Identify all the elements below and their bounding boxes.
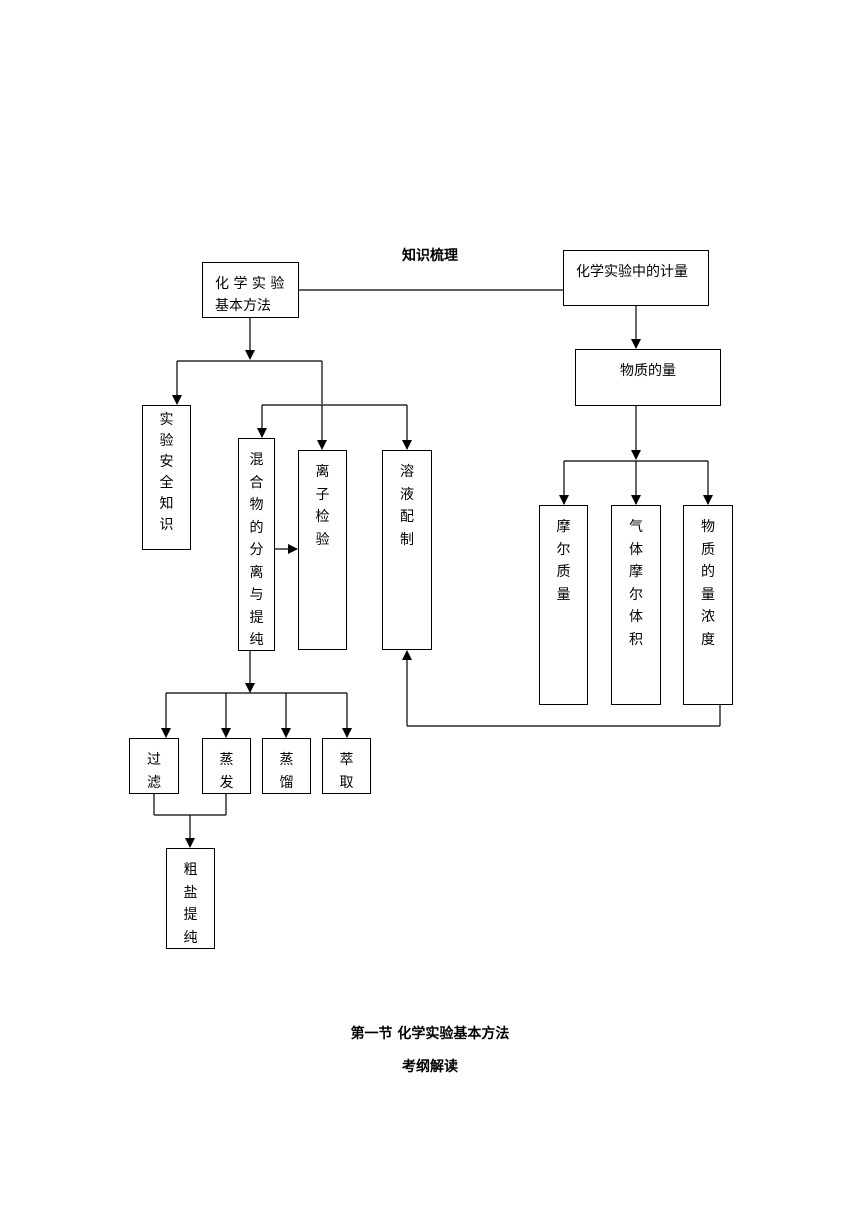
node-molar-mass: 摩尔质量 <box>539 505 588 705</box>
node-ion-test-label: 离子检验 <box>315 464 330 548</box>
node-basic-methods: 化 学 实 验 基本方法 <box>202 262 299 318</box>
node-extraction-label: 萃取 <box>339 752 354 791</box>
node-amount-of-substance: 物质的量 <box>575 349 721 406</box>
node-measurement-label: 化学实验中的计量 <box>576 264 688 280</box>
node-distillation-label: 蒸馏 <box>279 752 294 791</box>
node-salt-purification-label: 粗盐提纯 <box>183 862 198 946</box>
node-filtration-label: 过滤 <box>147 752 161 791</box>
node-safety-label: 实验安全知识 <box>159 412 174 533</box>
node-separation-label: 混合物的分离与提纯 <box>249 452 264 648</box>
knowledge-heading: 知识梳理 <box>402 248 458 264</box>
node-ion-test: 离子检验 <box>298 450 347 650</box>
node-molar-volume: 气体摩尔体积 <box>611 505 661 705</box>
node-salt-purification: 粗盐提纯 <box>166 848 215 949</box>
node-solution-prep-label: 溶液配制 <box>400 464 414 548</box>
node-measurement: 化学实验中的计量 <box>563 250 709 306</box>
node-molar-mass-label: 摩尔质量 <box>556 519 571 603</box>
node-solution-prep: 溶液配制 <box>382 450 432 650</box>
node-concentration: 物质的量浓度 <box>683 505 733 705</box>
syllabus-heading: 考纲解读 <box>402 1059 458 1075</box>
node-basic-methods-label: 化 学 实 验 基本方法 <box>215 276 285 314</box>
node-filtration: 过滤 <box>129 738 179 794</box>
node-evaporation-label: 蒸发 <box>219 752 234 791</box>
node-amount-of-substance-label: 物质的量 <box>620 363 676 379</box>
section-title: 第一节 化学实验基本方法 <box>350 1026 510 1042</box>
node-distillation: 蒸馏 <box>262 738 311 794</box>
node-separation: 混合物的分离与提纯 <box>238 438 275 651</box>
node-evaporation: 蒸发 <box>202 738 251 794</box>
node-safety: 实验安全知识 <box>142 405 191 550</box>
node-extraction: 萃取 <box>322 738 371 794</box>
node-concentration-label: 物质的量浓度 <box>701 519 715 648</box>
node-molar-volume-label: 气体摩尔体积 <box>629 519 643 648</box>
